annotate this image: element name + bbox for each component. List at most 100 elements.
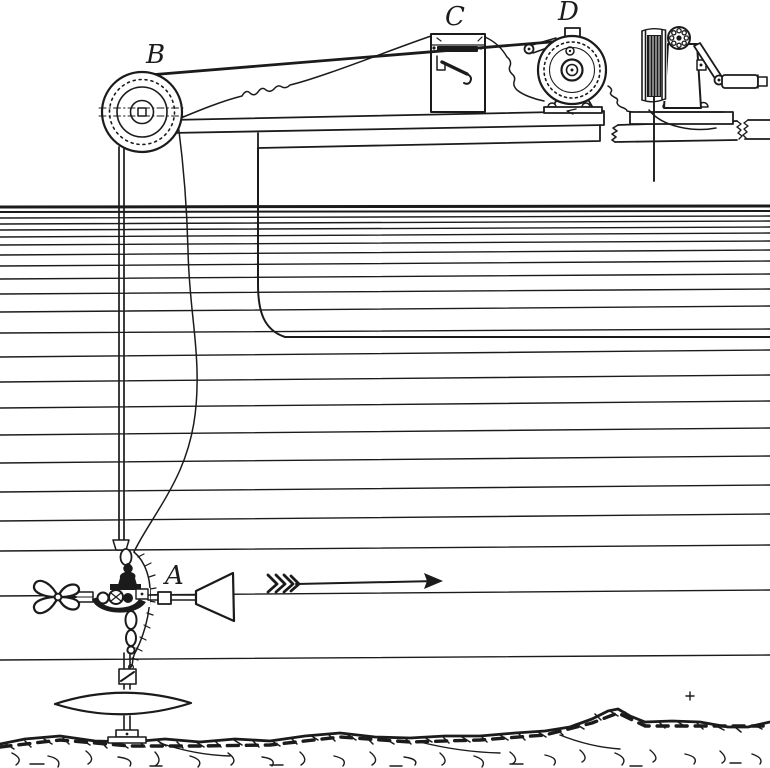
slack-wire-right: [484, 36, 545, 102]
winding-lines: [649, 36, 660, 96]
lever-pulley-pin: [527, 47, 531, 51]
dial-bearing: [565, 46, 575, 56]
lower-swivel-chain: [124, 607, 138, 655]
wire-lashing-ticks: [131, 553, 157, 661]
water-surface-line: [0, 210, 770, 213]
suspension-cable: [118, 146, 125, 543]
weight-rod: [123, 715, 131, 731]
drum-windings: [647, 35, 661, 97]
suspension-cable-lines: [118, 146, 125, 543]
drum-flanges: [641, 29, 667, 101]
dial-hub-pin: [570, 68, 574, 72]
chain-eye: [126, 645, 136, 655]
winch-plank: [744, 119, 770, 140]
dial-dotted-ring: [543, 41, 601, 99]
box-bolt: [432, 46, 436, 50]
propeller-hub: [53, 592, 63, 602]
flow-arrow: [266, 573, 443, 594]
meter-yoke: [92, 597, 146, 613]
release-lever: [440, 60, 469, 76]
winch-pedestal: [629, 111, 734, 125]
lever-pulley: [523, 43, 535, 55]
pulley-rim: [116, 86, 168, 138]
tail-fin: [147, 571, 236, 623]
foot-plate: [107, 736, 147, 744]
bed-shading: [0, 711, 770, 749]
riverbed: [0, 691, 770, 768]
contact-dot: [140, 592, 144, 596]
pulley-dotted-ring: [108, 78, 176, 146]
box-marks: [436, 36, 483, 42]
lever-hook: [463, 73, 472, 85]
label-c: C: [445, 2, 465, 32]
lower-beam: [257, 124, 601, 149]
meter-top-plate: [110, 584, 141, 590]
current-meter-a: A: [32, 539, 236, 655]
slack-wire-winch: [607, 85, 641, 114]
chain-link: [124, 610, 138, 630]
swivel-hanger: [118, 563, 137, 585]
slack-wire: [175, 35, 641, 121]
propeller-blade: [32, 595, 58, 615]
label-b: B: [145, 40, 165, 70]
grip-knob: [757, 76, 768, 87]
frame-bolt: [699, 63, 703, 67]
register-box-c: C: [430, 2, 486, 113]
plank-break: [611, 124, 619, 143]
pulley-hub: [129, 99, 155, 125]
arrow-feathers: [266, 573, 301, 594]
base-mark: [566, 108, 577, 115]
shore-cable: [257, 147, 770, 338]
dial-hub: [560, 58, 584, 82]
shore-cable-line: [257, 147, 770, 338]
foot-bolt: [125, 732, 129, 736]
propeller: [32, 579, 81, 615]
register-box: [430, 33, 486, 113]
clamp-pin: [120, 671, 135, 682]
main-cable: [147, 38, 577, 77]
pulley-wheel: [100, 70, 184, 154]
slack-wire-left: [175, 35, 432, 121]
gear-axle: [676, 35, 682, 41]
crank-grip: [721, 74, 759, 89]
dial-hub-inner: [565, 63, 579, 77]
winch: [629, 26, 768, 182]
propeller-blade: [32, 579, 58, 599]
main-plank: [169, 110, 605, 134]
sounding-weight: [53, 652, 193, 744]
chain-link: [125, 629, 137, 647]
tail-cone: [194, 571, 236, 623]
bed-hatching: [5, 710, 763, 750]
signal-wire-lashed: [130, 551, 151, 668]
label-a: A: [163, 561, 184, 591]
tail-rod: [170, 594, 197, 601]
recording-dial-d: D: [523, 0, 608, 115]
gear-spokes: [110, 592, 122, 602]
plank-break: [736, 119, 749, 140]
pulley-b: B: [98, 40, 187, 154]
dial-bearing-pin: [568, 49, 572, 53]
shackle-link: [119, 548, 133, 566]
water-surface-line: [0, 204, 770, 209]
tail-stub: [147, 594, 159, 601]
signal-wire-drop: [133, 122, 198, 553]
crank-handle: [693, 42, 768, 89]
weight-rod: [123, 652, 131, 670]
gear-holes: [668, 27, 690, 49]
lens-weight: [53, 691, 193, 716]
river-water: [0, 204, 770, 661]
winch-frame: [663, 43, 702, 109]
label-d: D: [557, 0, 579, 27]
arrow-head: [424, 573, 443, 589]
weight-rod: [123, 683, 131, 690]
arrow-shaft: [295, 580, 438, 585]
lever-bracket: [436, 55, 446, 71]
tail-collar: [157, 591, 172, 605]
contact-wheel: [123, 593, 133, 603]
tail-cone-edges: [195, 572, 235, 622]
water-lines: [0, 215, 770, 661]
crank-pivot-pin: [717, 78, 721, 82]
bed-rocks: [11, 691, 762, 768]
